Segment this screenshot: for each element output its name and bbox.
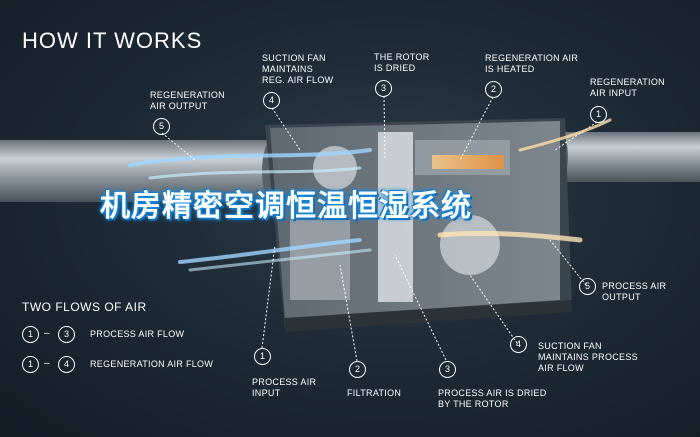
callout-pointers bbox=[161, 95, 598, 362]
callout-text: REGENERATION AIR IS HEATED bbox=[485, 53, 579, 74]
overlay-caption: 机房精密空调恒温恒湿系统 bbox=[100, 189, 472, 224]
callout-text: SUCTION FAN MAINTAINS REG. AIR FLOW bbox=[262, 53, 334, 85]
callout-text: PROCESS AIR IS DRIED BY THE ROTOR bbox=[438, 388, 547, 409]
callout-number-badge: 2 bbox=[349, 361, 366, 378]
callout-text: REGENERATION AIR OUTPUT bbox=[150, 90, 225, 111]
callout-number-badge: 5 bbox=[153, 118, 170, 135]
callout-number-badge: 4 bbox=[263, 92, 280, 109]
callout-text: FILTRATION bbox=[347, 388, 402, 398]
page-title: HOW IT WORKS bbox=[22, 28, 203, 53]
callout-text: PROCESS AIR INPUT bbox=[252, 377, 317, 398]
callout-number-badge: 1 bbox=[590, 106, 607, 123]
legend-label: PROCESS AIR FLOW bbox=[90, 329, 185, 339]
callout-number-badge: 1 bbox=[254, 348, 271, 365]
legend-from-badge: 1 bbox=[22, 356, 39, 373]
legend-label: REGENERATION AIR FLOW bbox=[90, 359, 214, 369]
callout-text: PROCESS AIR OUTPUT bbox=[602, 281, 667, 302]
callout-text: REGENERATION AIR INPUT bbox=[590, 77, 665, 98]
legend-from-badge: 1 bbox=[22, 326, 39, 343]
right-duct bbox=[552, 132, 700, 182]
callout-text: SUCTION FAN MAINTAINS PROCESS AIR FLOW bbox=[538, 341, 638, 373]
airflow-streams bbox=[128, 118, 612, 272]
callout-text: THE ROTOR IS DRIED bbox=[374, 52, 430, 73]
legend-to-badge: 3 bbox=[58, 326, 75, 343]
legend-dash: – bbox=[44, 358, 50, 369]
callout-number-badge: 2 bbox=[485, 81, 502, 98]
callout-number-badge: 3 bbox=[375, 80, 392, 97]
callout-number-badge: 3 bbox=[439, 361, 456, 378]
callout-number-badge: 4 bbox=[510, 336, 527, 353]
legend-title: TWO FLOWS OF AIR bbox=[22, 300, 147, 314]
callout-number-badge: 5 bbox=[579, 278, 596, 295]
legend-dash: – bbox=[44, 328, 50, 339]
legend-to-badge: 4 bbox=[58, 356, 75, 373]
